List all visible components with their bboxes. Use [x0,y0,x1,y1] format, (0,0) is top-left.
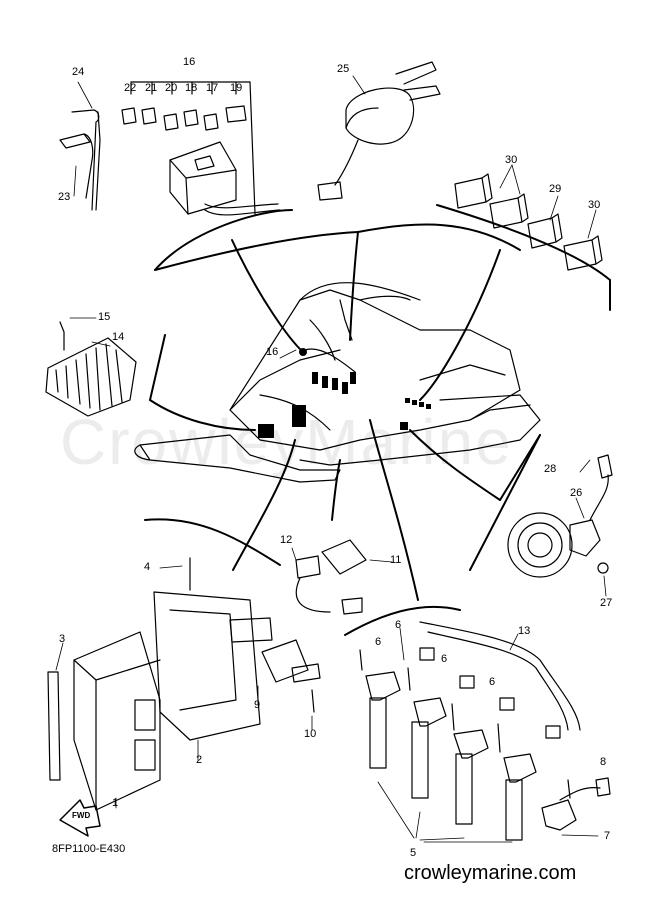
snowmobile-illustration [134,282,541,483]
temperature-sensor [541,777,611,831]
site-footer: crowleymarine.com [404,862,577,884]
ecu-assembly [47,557,321,811]
pickup-coil-and-disk [507,454,613,578]
callout-14: 14 [112,331,125,343]
callout-27: 27 [600,597,613,609]
callout-7: 7 [604,830,611,842]
callout-28: 28 [544,463,557,475]
callout-6b: 6 [441,653,448,665]
callout-8: 8 [600,756,607,768]
coil-harness [419,621,581,739]
callout-18: 18 [185,82,198,94]
speed-sensor [295,539,367,615]
callout-lines [55,75,607,843]
callout-6d: 6 [375,636,382,648]
fuse-box-assembly [59,81,281,216]
callout-19: 19 [230,82,243,94]
callout-21: 21 [145,82,158,94]
callout-16-top: 16 [183,56,196,68]
callout-9: 9 [254,699,261,711]
relay-set [454,173,603,271]
callout-24: 24 [72,66,85,78]
rectifier-regulator [45,321,137,417]
leader-curves [144,209,541,636]
callout-20: 20 [165,82,178,94]
callout-6c: 6 [489,676,496,688]
callout-23: 23 [58,191,71,203]
callout-6a: 6 [395,619,402,631]
callout-13: 13 [518,625,531,637]
ignition-coils [359,649,537,841]
callout-26: 26 [570,487,583,499]
callout-10: 10 [304,728,317,740]
diagram-code: 8FP1100-E430 [52,843,126,855]
callout-15: 15 [98,311,111,323]
callout-29: 29 [549,183,562,195]
callout-1: 1 [112,797,119,809]
relay-panel-edge [436,204,611,281]
callout-22: 22 [124,82,137,94]
callout-17: 17 [206,82,219,94]
callout-30-right: 30 [588,199,601,211]
callout-11: 11 [390,554,402,566]
callout-3: 3 [59,633,66,645]
main-switch-assembly [317,61,441,201]
fwd-label: FWD [72,811,91,820]
fwd-arrow-icon [59,799,101,837]
callout-4: 4 [144,561,151,573]
callout-25: 25 [337,63,350,75]
callout-12: 12 [280,534,293,546]
callout-30-left: 30 [505,154,518,166]
callout-5: 5 [410,847,417,859]
callout-2: 2 [196,754,203,766]
callout-16-center: 16 [266,346,279,358]
